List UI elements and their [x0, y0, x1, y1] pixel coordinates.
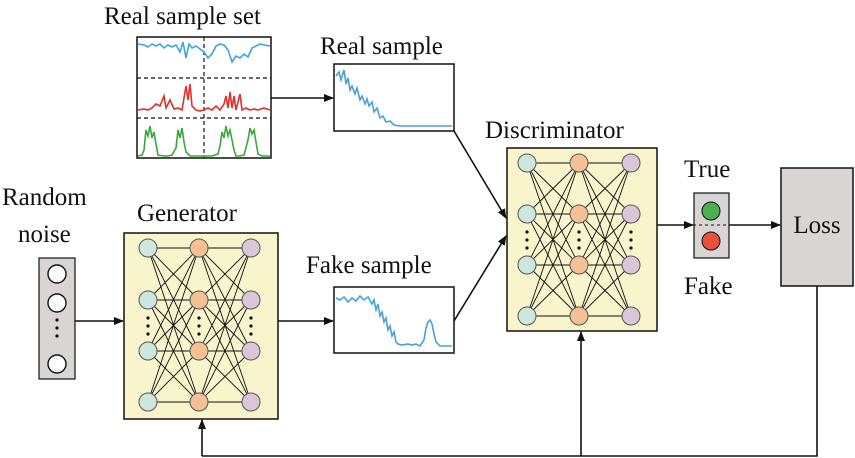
arrow-real-to-discriminator: [453, 130, 507, 219]
gen-edge: [198, 247, 252, 403]
dis-edge: [526, 162, 580, 317]
feedback-loop: [202, 286, 818, 457]
gen-edge: [198, 350, 252, 403]
generator-network: [123, 232, 279, 420]
dis-node: [569, 306, 589, 326]
gen-ellipsis-dot: [197, 316, 201, 320]
dis-edge: [526, 213, 580, 317]
dis-ellipsis-dot: [629, 230, 633, 234]
real-series-green: [137, 125, 270, 157]
real-series-blue: [137, 41, 271, 64]
dis-ellipsis-dot: [525, 246, 529, 250]
real-sample-set-title: Real sample set: [104, 3, 261, 30]
random-noise-title-1: Random: [2, 184, 87, 211]
dis-node: [517, 255, 537, 275]
gen-ellipsis-dot: [197, 332, 201, 336]
gen-node: [241, 290, 261, 310]
dis-node: [517, 204, 537, 224]
real-sample-panel: [333, 63, 455, 132]
gen-node: [189, 341, 209, 361]
fake-light: [701, 231, 721, 251]
gen-node: [138, 238, 158, 258]
discriminator-network: [506, 147, 658, 332]
dis-ellipsis-dot: [525, 230, 529, 234]
dis-ellipsis-dot: [629, 246, 633, 250]
gen-edge: [147, 247, 200, 301]
gen-ellipsis-dot: [197, 324, 201, 328]
gen-edge: [198, 299, 252, 403]
fake-sample-panel: [333, 286, 455, 354]
generator-title: Generator: [137, 200, 238, 227]
dis-ellipsis-dot: [629, 238, 633, 242]
gen-node: [241, 341, 261, 361]
gen-node: [138, 341, 158, 361]
loss-box: Loss: [780, 167, 854, 287]
gen-ellipsis-dot: [249, 332, 253, 336]
gen-node: [189, 238, 209, 258]
dis-node: [517, 153, 537, 173]
gen-edge: [198, 247, 252, 301]
dis-edge: [578, 213, 632, 317]
noise-vector-icon: [38, 257, 76, 380]
real-sample-set-panel: [136, 36, 272, 159]
real-sample-title: Real sample: [320, 33, 443, 60]
dis-edge: [578, 162, 632, 215]
gen-edge: [147, 350, 200, 403]
real-sample-line: [335, 69, 452, 127]
dis-node: [621, 153, 641, 173]
connections: [75, 94, 818, 457]
dis-node: [569, 204, 589, 224]
gen-node: [138, 392, 158, 412]
gen-edge: [147, 247, 200, 352]
dis-node: [621, 255, 641, 275]
dis-edge: [526, 264, 580, 317]
gen-ellipsis-dot: [249, 316, 253, 320]
dis-edge: [578, 162, 632, 266]
dis-node: [569, 153, 589, 173]
gen-edge: [147, 299, 200, 403]
gen-edge: [147, 247, 200, 403]
true-label: True: [684, 156, 730, 183]
traffic-light-icon: [687, 192, 735, 259]
real-series-red: [137, 83, 271, 112]
dis-node: [621, 204, 641, 224]
gen-node: [138, 290, 158, 310]
gen-ellipsis-dot: [146, 324, 150, 328]
dis-ellipsis-dot: [577, 246, 581, 250]
random-noise-title-2: noise: [18, 221, 71, 248]
dis-node: [517, 306, 537, 326]
dis-ellipsis-dot: [525, 238, 529, 242]
dis-edge: [578, 162, 632, 317]
fake-sample-line: [335, 294, 452, 348]
gen-ellipsis-dot: [146, 316, 150, 320]
gen-node: [189, 392, 209, 412]
dis-node: [569, 255, 589, 275]
dis-ellipsis-dot: [577, 238, 581, 242]
dis-edge: [578, 264, 632, 317]
fake-label: Fake: [684, 273, 733, 300]
gen-edge: [198, 247, 252, 352]
loss-label: Loss: [793, 212, 840, 239]
gen-node: [241, 238, 261, 258]
gen-node: [241, 392, 261, 412]
dis-edge: [526, 162, 580, 215]
dis-node: [621, 306, 641, 326]
true-light: [701, 201, 721, 221]
discriminator-title: Discriminator: [485, 117, 625, 144]
gen-ellipsis-dot: [249, 324, 253, 328]
dis-ellipsis-dot: [577, 230, 581, 234]
fake-sample-title: Fake sample: [306, 252, 432, 279]
dis-edge: [526, 162, 580, 266]
gen-node: [189, 290, 209, 310]
arrow-fake-to-discriminator: [453, 235, 507, 322]
gen-ellipsis-dot: [146, 332, 150, 336]
